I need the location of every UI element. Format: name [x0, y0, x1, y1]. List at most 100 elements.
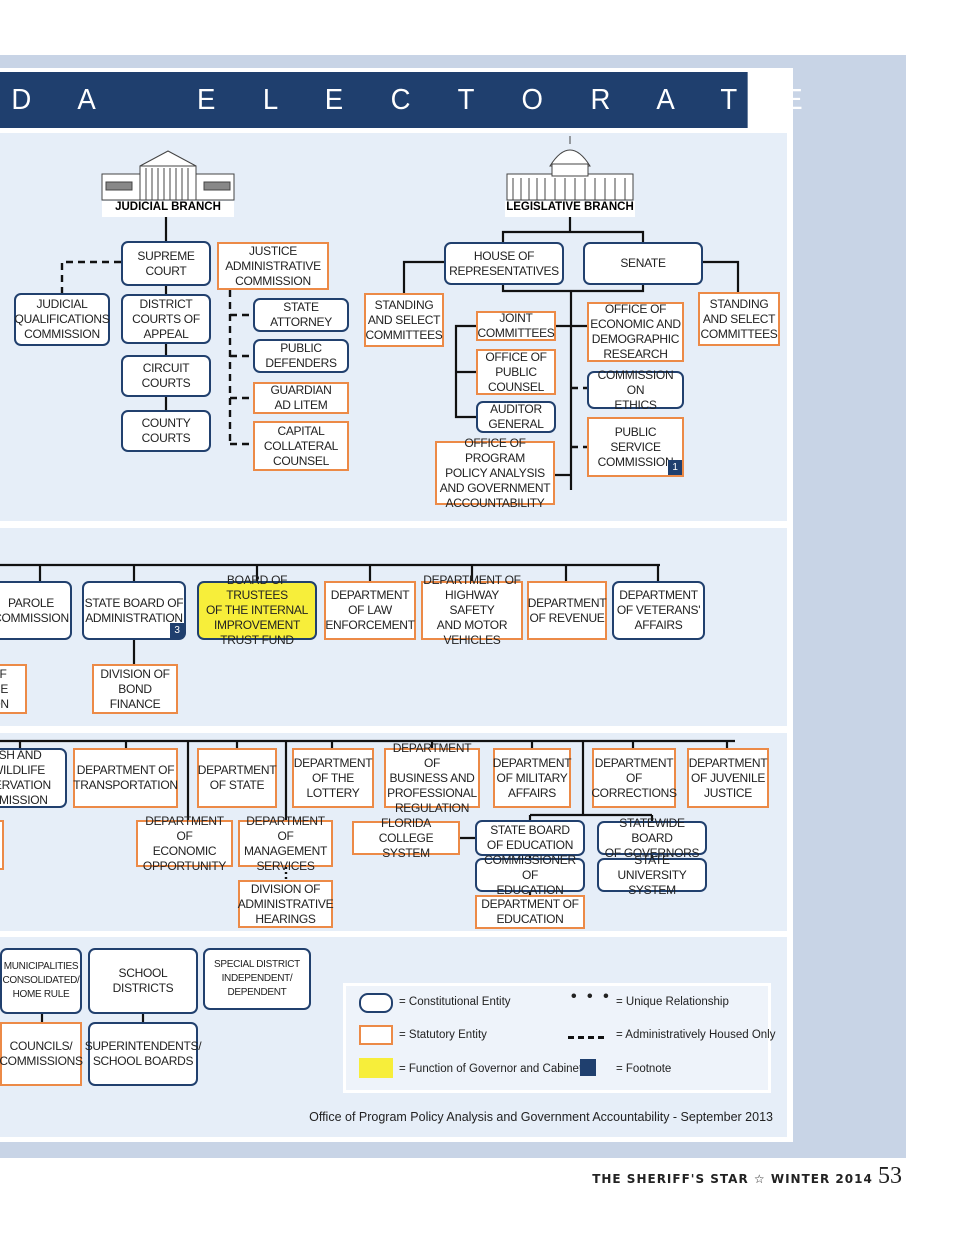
box-department-of-veterans-affairs: DEPARTMENT OF VETERANS' AFFAIRS: [612, 581, 705, 640]
box-label: STATEWIDE BOARD OF GOVERNORS: [604, 815, 700, 860]
box-public-defenders: PUBLIC DEFENDERS: [253, 339, 349, 373]
box-department-of-state: DEPARTMENT OF STATE: [197, 748, 277, 808]
box-label: GUARDIAN AD LITEM: [270, 383, 332, 412]
legend-governor-swatch: [359, 1058, 393, 1078]
box-fish-and-wildlife-commission: ISH AND WILDLIFE SERVATION MMISSION: [0, 748, 67, 808]
box-state-attorney: STATE ATTORNEY: [253, 298, 349, 332]
box-label: PAROLE COMMISSION: [0, 595, 69, 625]
box-label: DEPARTMENT OF ECONOMIC OPPORTUNITY: [142, 813, 227, 873]
box-label: JUDICIAL QUALIFICATIONS COMMISSION: [14, 297, 110, 341]
box-commissioner-of-education: COMMISSIONER OF EDUCATION: [475, 853, 585, 897]
box-statewide-board-of-governors: STATEWIDE BOARD OF GOVERNORS: [597, 816, 707, 860]
box-edr: OFFICE OF ECONOMIC AND DEMOGRAPHIC RESEA…: [587, 302, 684, 362]
box-label: DEPARTMENT OF THE LOTTERY: [293, 755, 373, 800]
box-label: STATE ATTORNEY: [270, 300, 332, 329]
box-label: DEPARTMENT OF JUVENILE JUSTICE: [688, 755, 768, 800]
box-special-district: SPECIAL DISTRICT INDEPENDENT/ DEPENDENT: [203, 948, 311, 1010]
box-label: PUBLIC DEFENDERS: [265, 341, 337, 370]
box-department-of-the-lottery: DEPARTMENT OF THE LOTTERY: [292, 748, 374, 808]
box-label: DEPARTMENT OF CORRECTIONS: [591, 755, 677, 800]
box-superintendents-school-boards: SUPERINTENDENTS/ SCHOOL BOARDS: [85, 1022, 202, 1086]
box-label: STANDING AND SELECT COMMITTEES: [700, 296, 778, 341]
box-department-of-juvenile-justice: DEPARTMENT OF JUVENILE JUSTICE: [687, 748, 769, 808]
box-label: STANDING AND SELECT COMMITTEES: [365, 297, 443, 342]
box-state-board-of-education: STATE BOARD OF EDUCATION: [475, 820, 585, 856]
page-number: 53: [878, 1163, 902, 1189]
box-label: STATE UNIVERSITY SYSTEM: [617, 852, 687, 897]
legend-constitutional-swatch: [359, 993, 393, 1013]
box-label: DEPARTMENT OF MILITARY AFFAIRS: [492, 755, 572, 800]
box-label: COUNCILS/ COMMISSIONS: [0, 1039, 83, 1068]
legend-dashed-line-icon: [568, 1036, 604, 1039]
box-label: OFFICE OF PROGRAM POLICY ANALYSIS AND GO…: [439, 435, 551, 510]
box-label: BOARD OF TRUSTEES OF THE INTERNAL IMPROV…: [206, 573, 308, 647]
box-district-courts-of-appeal: DISTRICT COURTS OF APPEAL: [121, 294, 211, 344]
box-department-of-business-professional-regulation: DEPARTMENT OF BUSINESS AND PROFESSIONAL …: [384, 741, 480, 815]
box-joint-committees: JOINT COMMITTEES: [476, 311, 556, 341]
box-house-standing-committees: STANDING AND SELECT COMMITTEES: [364, 293, 444, 347]
box-label: SPECIAL DISTRICT INDEPENDENT/ DEPENDENT: [214, 959, 300, 998]
box-label: CIRCUIT COURTS: [141, 361, 191, 390]
box-label: CAPITAL COLLATERAL COUNSEL: [263, 423, 339, 468]
box-department-of-revenue: DEPARTMENT OF REVENUE: [527, 581, 607, 640]
box-senate-standing-committees: STANDING AND SELECT COMMITTEES: [698, 292, 780, 346]
box-label: STATE BOARD OF EDUCATION: [486, 823, 574, 852]
page-title: D A E L E C T O R A T E: [0, 72, 803, 128]
box-label: HOUSE OF REPRESENTATIVES: [449, 248, 559, 278]
box-department-of-law-enforcement: DEPARTMENT OF LAW ENFORCEMENT: [324, 581, 416, 640]
box-parole-commission: PAROLE COMMISSION: [0, 581, 72, 640]
star-icon: ☆: [753, 1172, 766, 1186]
box-label: JOINT COMMITTEES: [477, 311, 555, 340]
box-label: SCHOOL DISTRICTS: [112, 966, 174, 995]
box-school-districts: SCHOOL DISTRICTS: [88, 948, 198, 1014]
box-department-of-economic-opportunity: DEPARTMENT OF ECONOMIC OPPORTUNITY: [136, 814, 233, 873]
box-florida-college-system: FLORIDA COLLEGE SYSTEM: [352, 816, 460, 860]
box-department-of-education: DEPARTMENT OF EDUCATION: [475, 895, 585, 929]
legend-dotted-line-icon: • • •: [571, 988, 612, 1005]
legend-statutory-label: = Statutory Entity: [399, 1029, 487, 1041]
legend-constitutional-label: = Constitutional Entity: [399, 996, 511, 1008]
box-label: COUNTY COURTS: [141, 416, 191, 445]
legend-governor-label: = Function of Governor and Cabinet: [399, 1063, 583, 1075]
box-label: DEPARTMENT OF BUSINESS AND PROFESSIONAL …: [387, 740, 477, 815]
box-label: OFFICE OF ECONOMIC AND DEMOGRAPHIC RESEA…: [590, 302, 681, 361]
box-label: STATE BOARD OF ADMINISTRATION: [84, 595, 184, 625]
legend-unique-label: = Unique Relationship: [616, 996, 729, 1008]
box-department-of-military-affairs: DEPARTMENT OF MILITARY AFFAIRS: [492, 748, 572, 808]
legend: = Constitutional Entity = Statutory Enti…: [343, 983, 775, 1093]
box-department-of-management-services: DEPARTMENT OF MANAGEMENT SERVICES: [238, 814, 333, 873]
box-label: DIVISION OF ADMINISTRATIVE HEARINGS: [237, 881, 334, 926]
box-office-of-public-counsel: OFFICE OF PUBLIC COUNSEL: [476, 349, 556, 395]
box-label: DIVISION OF BOND FINANCE: [100, 666, 170, 711]
box-partial-box-left-2: [0, 820, 4, 870]
box-label: JUSTICE ADMINISTRATIVE COMMISSION: [225, 243, 321, 288]
footnote-badge: 3: [170, 623, 184, 638]
box-label: DEPARTMENT OF HIGHWAY SAFETY AND MOTOR V…: [423, 573, 521, 647]
box-label: DEPARTMENT OF TRANSPORTATION: [73, 763, 178, 792]
box-capital-collateral-counsel: CAPITAL COLLATERAL COUNSEL: [253, 421, 349, 471]
box-oppaga: OFFICE OF PROGRAM POLICY ANALYSIS AND GO…: [435, 436, 555, 510]
box-partial-box-left: OF ICE ION: [0, 664, 27, 714]
box-label: DEPARTMENT OF STATE: [197, 763, 277, 792]
box-board-of-trustees-iitf: BOARD OF TRUSTEES OF THE INTERNAL IMPROV…: [197, 573, 317, 647]
box-label: MUNICIPALITIES CONSOLIDATED/ HOME RULE: [2, 961, 80, 1000]
legislative-branch-label: LEGISLATIVE BRANCH: [505, 201, 635, 217]
box-senate: SENATE: [583, 242, 703, 285]
page-footer: THE SHERIFF'S STAR ☆ WINTER 2014 53: [592, 1163, 902, 1190]
box-label: DEPARTMENT OF EDUCATION: [481, 897, 579, 926]
legend-footnote-swatch: [580, 1059, 596, 1076]
capitol-icon: [506, 136, 634, 201]
box-county-courts: COUNTY COURTS: [121, 410, 211, 452]
box-judicial-qualifications-commission: JUDICIAL QUALIFICATIONS COMMISSION: [14, 293, 110, 346]
box-municipalities: MUNICIPALITIES CONSOLIDATED/ HOME RULE: [0, 948, 82, 1014]
footnote-badge: 1: [668, 460, 682, 475]
box-label: DISTRICT COURTS OF APPEAL: [132, 296, 200, 341]
box-justice-administrative-commission: JUSTICE ADMINISTRATIVE COMMISSION: [217, 242, 329, 290]
box-house-of-representatives: HOUSE OF REPRESENTATIVES: [444, 242, 564, 285]
box-label: DEPARTMENT OF MANAGEMENT SERVICES: [243, 813, 327, 873]
box-guardian-ad-litem: GUARDIAN AD LITEM: [253, 382, 349, 414]
box-councils-commissions: COUNCILS/ COMMISSIONS: [0, 1022, 83, 1086]
